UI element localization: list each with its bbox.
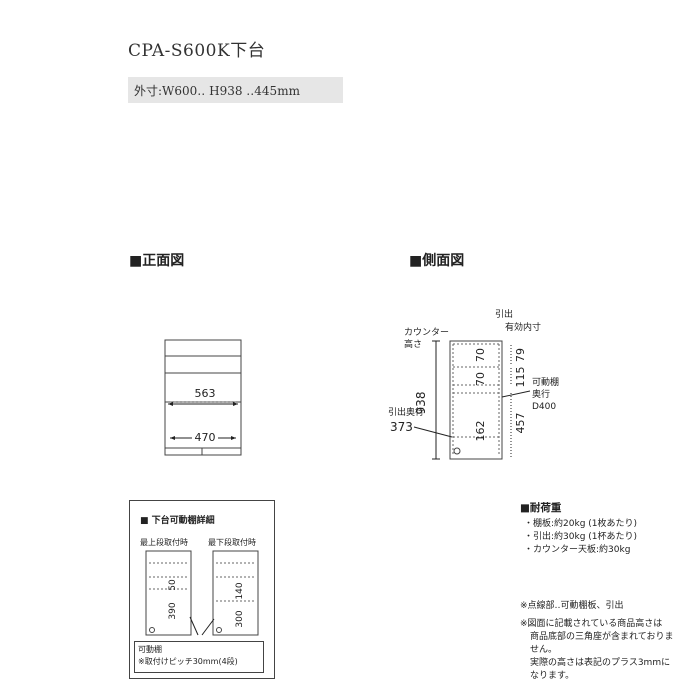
notes-block: ※点線部‥可動棚板、引出 ※図面に記載されている商品高さは 商品底部の三角座が含…	[520, 600, 700, 683]
detail-leader-right	[201, 618, 215, 636]
product-title: CPA-S600K下台	[128, 41, 266, 61]
front-view-heading: ■正面図	[129, 253, 185, 269]
load-item: ・棚板:約20kg (1枚あたり)	[524, 519, 638, 529]
detail-cabinet-left	[145, 550, 192, 636]
dim-70-a: 70	[474, 348, 487, 362]
dimensions-text: 外寸:W600‥ H938 ‥445mm	[134, 84, 300, 98]
side-view-drawing: 引出 有効内寸 カウンター 高さ 938 70 70 162 79 115 45…	[388, 308, 559, 460]
note-line: なります。	[530, 671, 575, 681]
note-line: 実際の高さは表記のプラス3mmに	[530, 658, 671, 668]
shelf-label-3: D400	[532, 402, 556, 412]
shelf-label-2: 奥行	[532, 388, 550, 400]
detail-note-2: ※取付けピッチ30mm(4段)	[138, 657, 238, 666]
shelf-label-1: 可動棚	[532, 376, 559, 388]
left-caster	[149, 627, 155, 633]
dim-563-arrow-l	[168, 402, 173, 406]
drawer-depth-leader	[413, 426, 453, 438]
detail-leader-left	[189, 616, 199, 636]
detail-drawings: 50 390 140 300	[145, 550, 259, 636]
detail-note-box: 可動棚 ※取付けピッチ30mm(4段)	[134, 641, 264, 673]
dimensions-bar: 外寸:W600‥ H938 ‥445mm	[128, 77, 343, 103]
detail-dim-140: 140	[235, 582, 245, 599]
drawer-label-1: 引出	[495, 308, 513, 320]
detail-top-label: 最上段取付時	[140, 538, 188, 547]
detail-dim-300: 300	[235, 610, 245, 627]
caster	[453, 447, 461, 455]
side-view-heading: ■側面図	[409, 253, 465, 269]
detail-cabinet-right	[212, 550, 259, 636]
dim-70-b: 70	[474, 372, 487, 386]
detail-heading: ■ 下台可動棚詳細	[140, 516, 215, 526]
dim-470-bg	[192, 430, 218, 442]
dim-470: 470	[195, 431, 216, 444]
load-heading: ■耐荷重	[520, 502, 562, 514]
drawer-depth-label: 引出奥行	[388, 406, 424, 418]
counter-label-2: 高さ	[404, 338, 422, 350]
drawer-depth: 373	[390, 420, 413, 434]
dim-457: 457	[514, 413, 527, 434]
detail-dim-50: 50	[168, 579, 178, 591]
detail-note-1: 可動棚	[138, 645, 162, 654]
cabinet-outline	[164, 339, 242, 456]
load-item: ・カウンター天板:約30kg	[524, 545, 631, 555]
load-item: ・引出:約30kg (1杯あたり)	[524, 532, 638, 542]
dim-563: 563	[195, 387, 216, 400]
note-line: ※図面に記載されている商品高さは	[520, 619, 663, 629]
dim-938: 938	[414, 392, 428, 415]
dim-79: 79	[514, 348, 527, 362]
drawer-label-2: 有効内寸	[505, 321, 541, 333]
right-caster	[216, 627, 222, 633]
load-list: ・棚板:約20kg (1枚あたり) ・引出:約30kg (1杯あたり) ・カウン…	[524, 518, 637, 557]
note-line: ※点線部‥可動棚板、引出	[520, 601, 624, 611]
dim-563-bg	[192, 386, 218, 400]
dim-470-arrow-l	[170, 436, 175, 440]
cabinet-side-outline	[449, 340, 503, 460]
dim-115: 115	[514, 367, 527, 388]
shelf-leader	[501, 390, 531, 398]
shelf-detail-box: ■ 下台可動棚詳細 最上段取付時 最下段取付時 50 390 140 300 可…	[129, 500, 275, 679]
note-line: せん。	[530, 645, 558, 655]
counter-label-1: カウンター	[404, 327, 449, 338]
dim-162: 162	[474, 421, 487, 442]
dim-470-arrow-r	[231, 436, 236, 440]
front-view-drawing: 563 470	[164, 339, 242, 456]
note-line: 商品底部の三角座が含まれておりま	[530, 632, 674, 642]
detail-dim-390: 390	[168, 602, 178, 619]
dim-563-arrow-r	[233, 402, 238, 406]
detail-bottom-label: 最下段取付時	[208, 538, 256, 547]
